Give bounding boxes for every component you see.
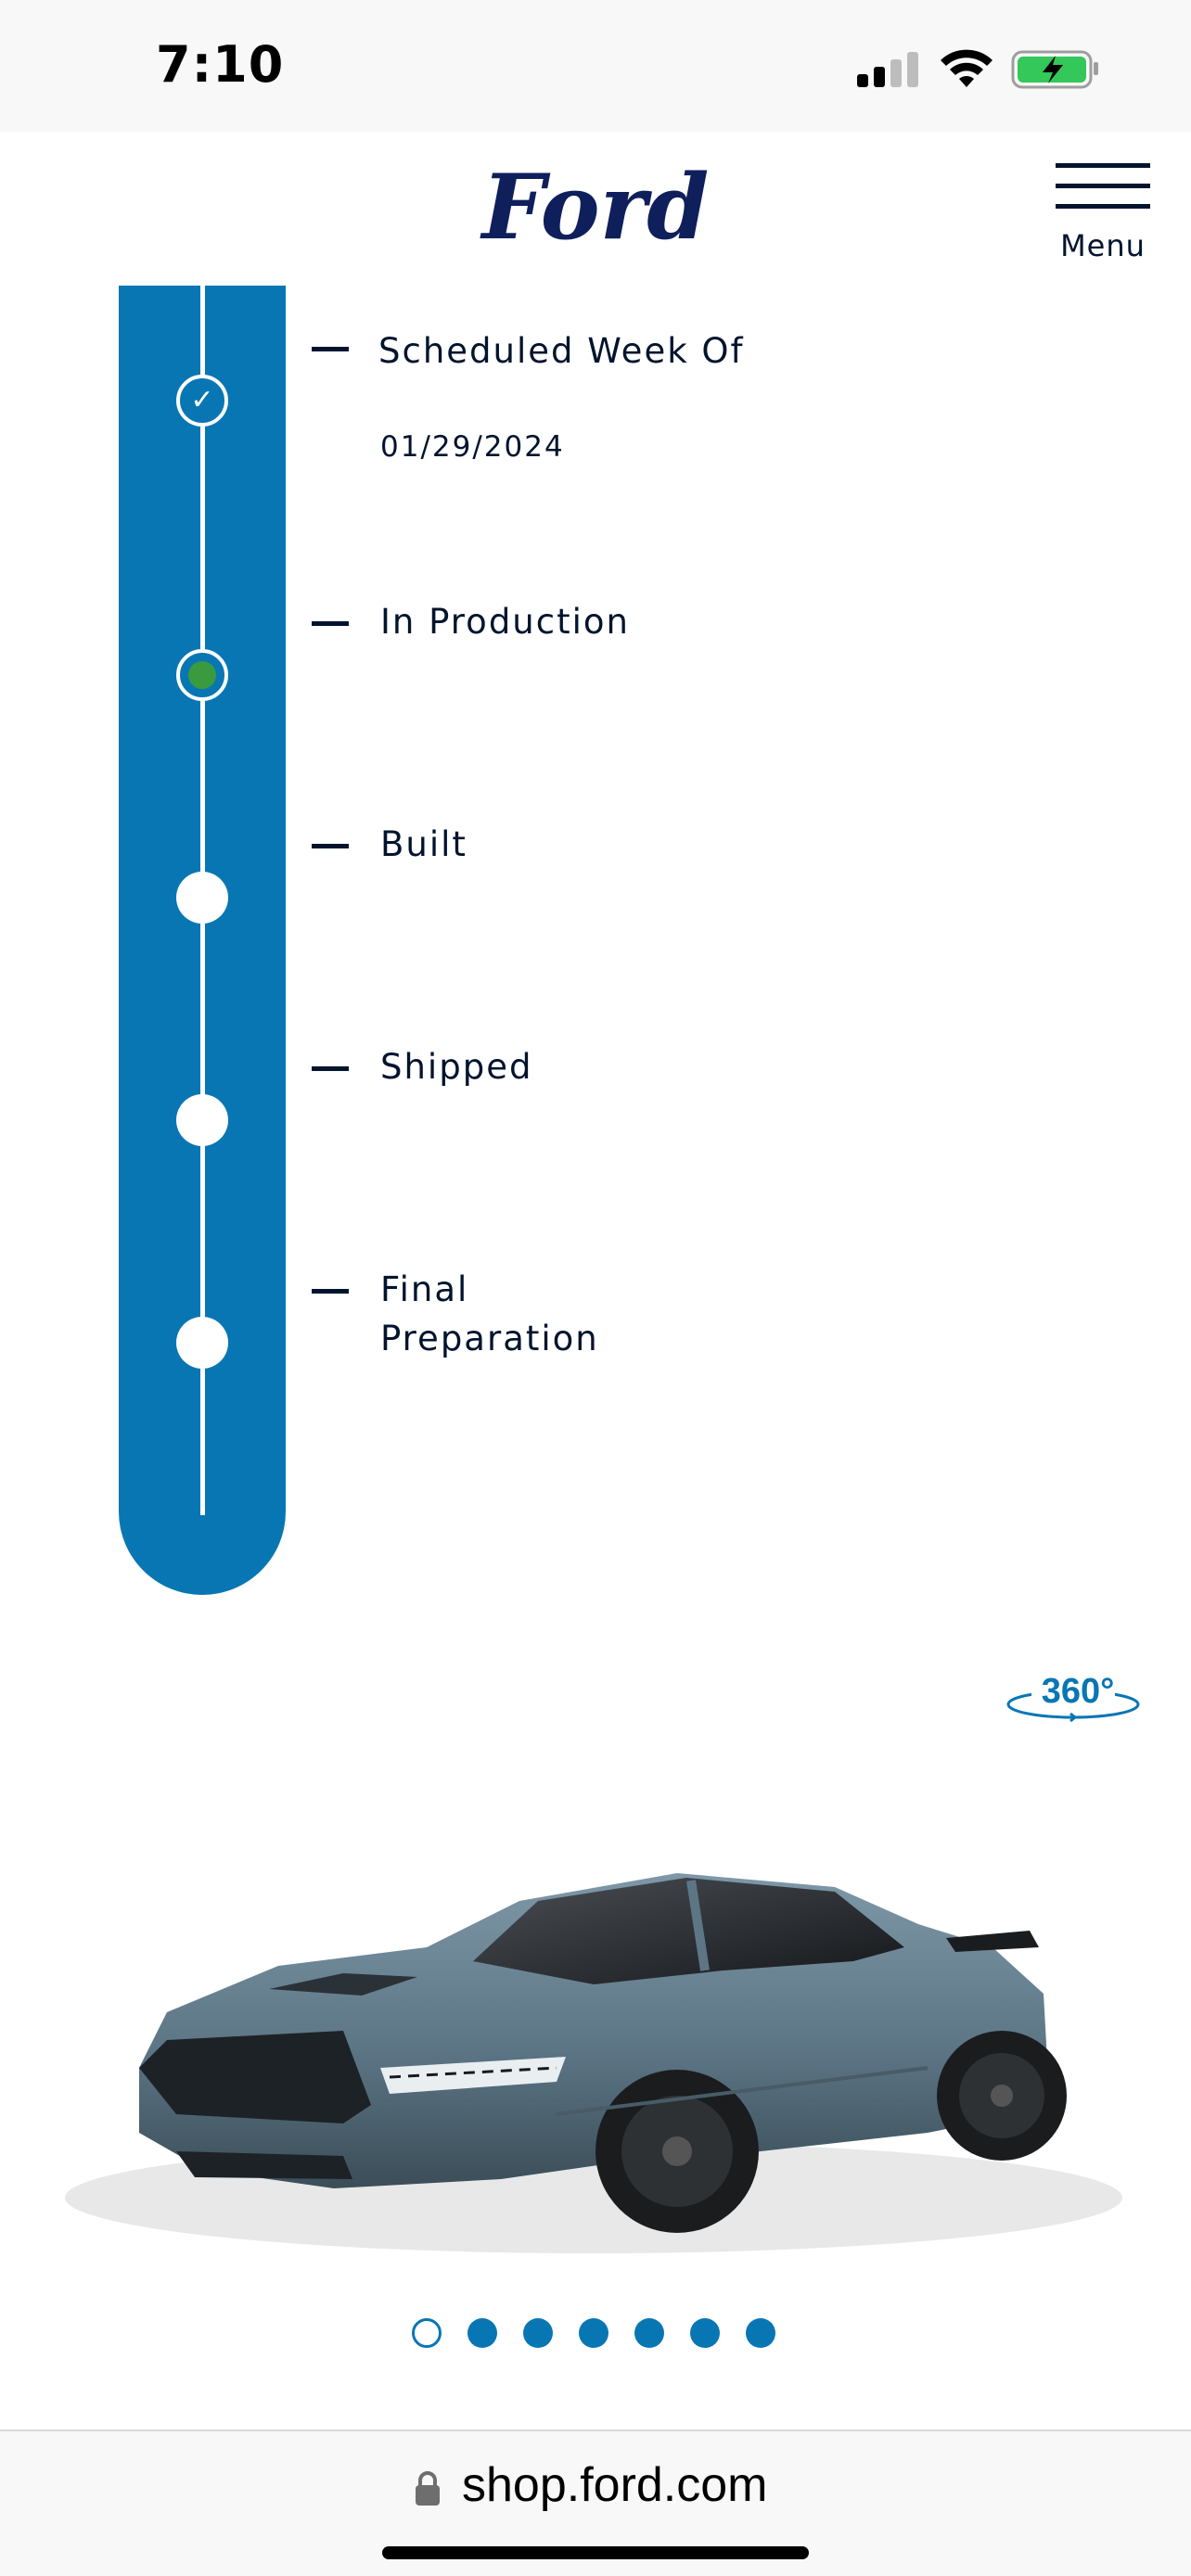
carousel-dot[interactable] xyxy=(746,2318,775,2348)
menu-label: Menu xyxy=(1060,228,1146,263)
step-pending-node xyxy=(176,1094,228,1146)
checkmark-icon: ✓ xyxy=(190,384,214,416)
step-dash xyxy=(312,1289,349,1294)
step-dash xyxy=(312,347,349,351)
rotate-360-label: 360° xyxy=(1042,1672,1115,1711)
carousel-dot[interactable] xyxy=(412,2318,442,2348)
carousel-dot[interactable] xyxy=(634,2318,664,2348)
ford-logo[interactable]: Ford xyxy=(473,153,718,264)
menu-button[interactable]: Menu xyxy=(1052,158,1154,267)
menu-line xyxy=(1056,184,1150,188)
step-label: Final Preparation xyxy=(380,1269,599,1358)
battery-charging-icon xyxy=(1011,50,1098,89)
carousel-dot[interactable] xyxy=(523,2318,553,2348)
menu-line xyxy=(1056,163,1150,168)
step-dash xyxy=(312,1066,349,1071)
lock-icon xyxy=(416,2471,440,2506)
vehicle-image xyxy=(65,1873,1122,2253)
browser-address-bar[interactable]: shop.ford.com xyxy=(0,2429,1191,2576)
step-dash xyxy=(312,844,349,848)
step-dash xyxy=(312,621,349,626)
carousel-dot[interactable] xyxy=(579,2318,608,2348)
url-text[interactable]: shop.ford.com xyxy=(462,2458,768,2512)
step-pending-node xyxy=(176,872,228,924)
step-pending-node xyxy=(176,1317,228,1369)
step-current-node xyxy=(176,649,228,701)
step-complete-node: ✓ xyxy=(176,375,228,427)
cellular-signal-icon xyxy=(857,52,918,87)
step-label: Built xyxy=(380,824,467,864)
step-label: In Production xyxy=(380,602,630,642)
carousel-dot[interactable] xyxy=(690,2318,720,2348)
wifi-icon xyxy=(941,49,992,87)
carousel-dot[interactable] xyxy=(467,2318,497,2348)
current-indicator xyxy=(188,661,216,689)
rotate-360-button[interactable]: 360° xyxy=(1005,1667,1141,1723)
status-bar: 7:10 xyxy=(0,0,1191,132)
svg-text:Ford: Ford xyxy=(480,155,710,260)
home-indicator[interactable] xyxy=(382,2546,809,2559)
step-date: 01/29/2024 xyxy=(380,430,565,464)
step-label: Scheduled Week Of xyxy=(378,331,745,371)
menu-line xyxy=(1056,204,1150,209)
step-label: Shipped xyxy=(380,1047,533,1087)
status-time: 7:10 xyxy=(156,35,285,94)
